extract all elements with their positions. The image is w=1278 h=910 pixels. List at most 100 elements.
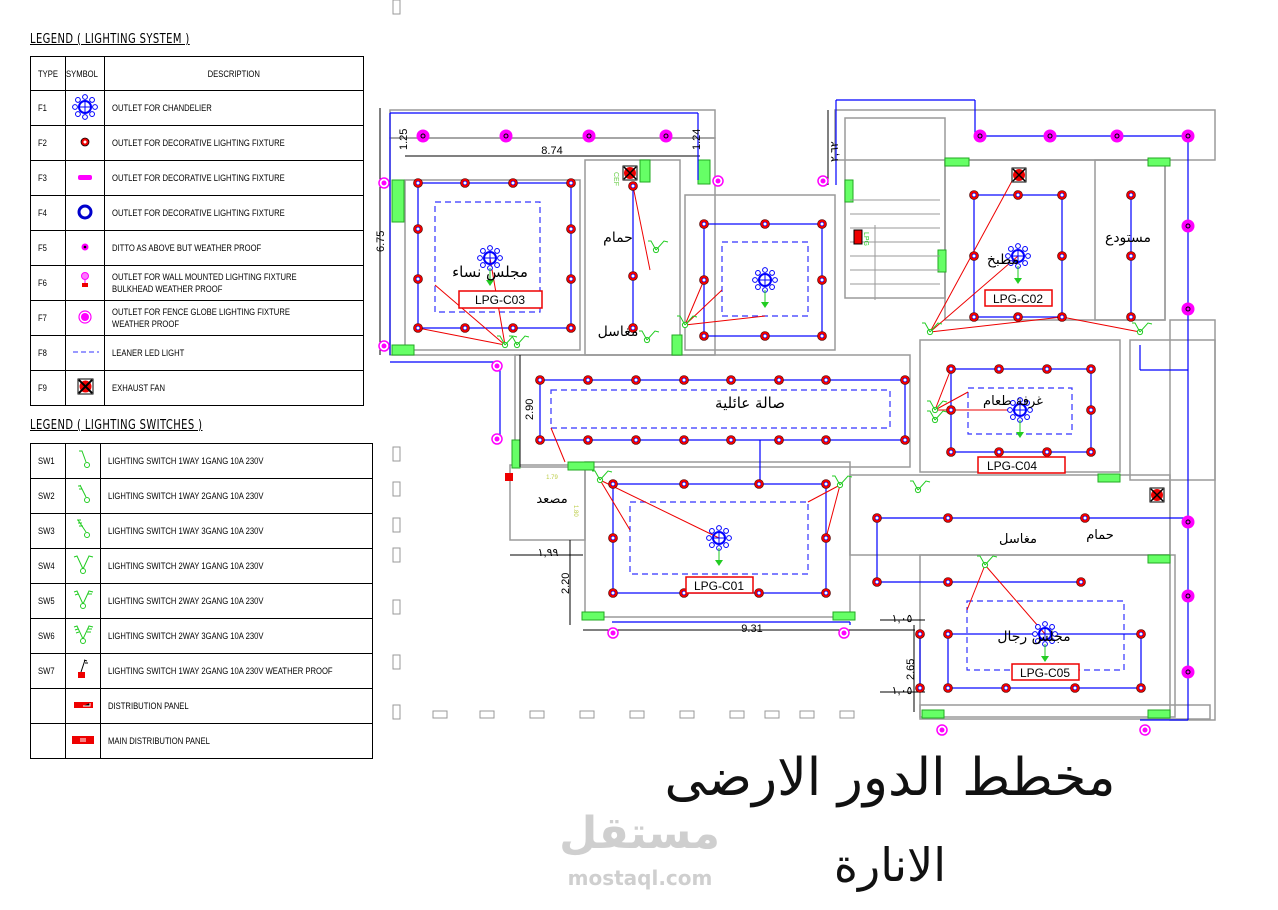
wall <box>389 137 716 356</box>
decorative-fixture-icon <box>1126 312 1136 322</box>
light-switch <box>1132 322 1153 336</box>
dim-2-90: 2.90 <box>524 399 536 420</box>
exhaust-fan-icon <box>1149 487 1165 503</box>
home-run-wire <box>807 484 841 503</box>
tag-lpg: LPG <box>862 232 869 246</box>
legend-description: LIGHTING SWITCH 2WAY 1GANG 10A 230V <box>99 548 374 584</box>
fixture-center <box>630 183 636 189</box>
decorative-fixture-icon <box>608 479 618 489</box>
chandelier-bulb <box>769 270 775 276</box>
decorative-fixture-icon <box>535 435 545 445</box>
decorative-fixture-icon <box>943 577 953 587</box>
window-marker <box>392 704 401 720</box>
weatherproof-switch-icon <box>505 473 513 481</box>
fixture-center <box>462 325 468 331</box>
window-marker <box>479 710 495 719</box>
chandelier-bulb <box>1049 624 1055 630</box>
svg-text:LPG-C05: LPG-C05 <box>1020 666 1070 680</box>
decorative-fixture-icon <box>760 219 770 229</box>
wire-loop <box>539 379 906 441</box>
bulkhead-core <box>381 180 387 186</box>
decorative-fixture-red-icon <box>80 137 90 147</box>
fixture-center <box>917 631 923 637</box>
switch-lever <box>509 335 530 346</box>
fence-globe-icon <box>1181 589 1195 603</box>
fixture-center <box>1088 366 1094 372</box>
decorative-fixture-icon <box>460 178 470 188</box>
decorative-fixture-icon <box>774 435 784 445</box>
decorative-fixture-icon <box>943 513 953 523</box>
legend-symbol <box>65 160 105 196</box>
decorative-fixture-icon <box>1057 251 1067 261</box>
globe-body <box>1181 665 1195 679</box>
chandelier-bulb <box>723 542 729 548</box>
fixture-center <box>1078 579 1084 585</box>
chandelier-bulb <box>709 542 715 548</box>
hatched-column <box>944 157 970 167</box>
home-run-wire <box>599 479 720 539</box>
fixture-center <box>1072 685 1078 691</box>
distribution-panel-icon <box>74 702 93 708</box>
light-switch <box>677 315 698 329</box>
decorative-fixture-icon <box>946 405 956 415</box>
fixture-center <box>510 325 516 331</box>
chandelier-bulb <box>480 248 486 254</box>
decorative-fixture-icon <box>699 219 709 229</box>
exhaust-fan-icon <box>77 378 94 395</box>
linear-led-icon <box>72 351 99 353</box>
drawing-title: مخطط الدور الارضى <box>664 748 1116 808</box>
chandelier-bulb <box>1025 253 1031 259</box>
fixture-center <box>971 192 977 198</box>
home-run-wire <box>929 255 1019 333</box>
decorative-fixture-icon <box>872 513 882 523</box>
fan-cross <box>1150 488 1164 502</box>
chandelier-bulb <box>716 525 722 531</box>
hatched-column <box>1147 157 1171 167</box>
hatched-column <box>639 159 651 183</box>
window-marker <box>392 0 401 15</box>
chandelier-icon <box>1007 397 1033 438</box>
legend-type <box>30 688 66 724</box>
fixture-center <box>945 685 951 691</box>
window-marker <box>839 710 855 719</box>
window-marker <box>392 0 401 15</box>
decorative-fixture-icon <box>608 533 618 543</box>
chandelier-bulb <box>497 255 503 261</box>
room-label-women-majlis: مجلس نساء <box>452 263 528 281</box>
fixture-center <box>762 333 768 339</box>
wall-bulkhead-icon <box>817 175 829 187</box>
chandelier-bulb <box>772 277 778 283</box>
decorative-fixture-icon <box>631 375 641 385</box>
fixture-center <box>568 276 574 282</box>
home-run-wire <box>434 284 506 346</box>
decorative-fixture-icon <box>821 479 831 489</box>
fixture-center <box>1128 314 1134 320</box>
switch-lever <box>639 330 660 341</box>
legend-type <box>30 723 66 759</box>
switch-lever <box>910 480 931 491</box>
wall-bulkhead-icon <box>936 724 948 736</box>
decorative-fixture-icon <box>969 312 979 322</box>
decorative-fixture-icon <box>821 435 831 445</box>
dim-8-74: 8.74 <box>541 145 562 157</box>
decorative-fixture-icon <box>1086 447 1096 457</box>
fence-globe-icon <box>1181 302 1195 316</box>
decorative-fixture-icon <box>679 479 689 489</box>
light-switch <box>927 400 948 414</box>
window-marker <box>679 710 695 719</box>
decorative-fixture-icon <box>994 364 1004 374</box>
fixture-center <box>610 590 616 596</box>
drawing-subtitle: الانارة <box>833 838 947 892</box>
fence-globe-icon <box>659 129 673 143</box>
dim-1-05-bottom: ١,٠٥ <box>892 685 913 697</box>
dim-1-25: 1.25 <box>398 129 410 150</box>
bulkhead-core <box>494 363 500 369</box>
fixture-center <box>568 226 574 232</box>
fixture-center <box>610 535 616 541</box>
fixture-center <box>415 325 421 331</box>
room-label-elevator: مصعد <box>536 492 567 507</box>
decorative-fixture-icon <box>566 178 576 188</box>
